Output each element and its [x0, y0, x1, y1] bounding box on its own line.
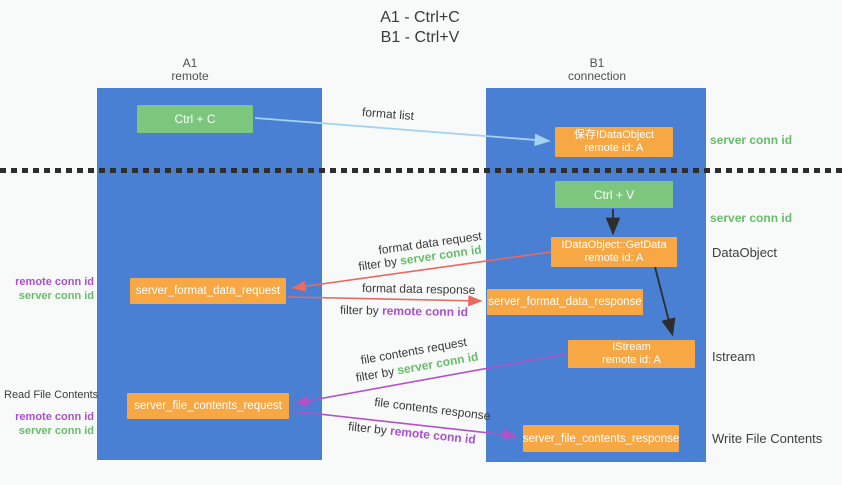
column-header-a1: A1 remote [130, 57, 250, 83]
node-istream-line1: IStream [612, 341, 651, 353]
remote-conn-id-text: remote conn id [389, 423, 477, 447]
node-file-request-label: server_file_contents_request [134, 400, 282, 412]
node-server-format-data-response: server_format_data_response [487, 289, 643, 315]
node-server-file-contents-request: server_file_contents_request [127, 393, 289, 419]
node-ctrl-v: Ctrl + V [555, 181, 673, 208]
annotation-dataobject: DataObject [712, 245, 778, 260]
node-ctrl-v-label: Ctrl + V [593, 187, 635, 202]
annotation-server-conn-id-upper: server conn id [18, 290, 94, 302]
node-save-line1: 保存IDataObject [573, 129, 655, 141]
label-file-contents-response: file contents response [373, 394, 492, 424]
node-server-format-data-request: server_format_data_request [130, 278, 286, 304]
filter-by-text: filter by [347, 419, 388, 438]
filter-by-text: filter by [357, 254, 398, 274]
node-ctrl-c-label: Ctrl + C [174, 112, 216, 126]
node-getdata-line2: remote id: A [584, 252, 644, 264]
title-line-1: A1 - Ctrl+C [380, 9, 460, 26]
annotation-istream: Istream [712, 349, 756, 364]
node-save-idataobject: 保存IDataObject remote id: A [555, 127, 673, 157]
column-b1-name: connection [567, 69, 627, 83]
column-header-b1: B1 connection [537, 57, 657, 83]
column-b1-id: B1 [589, 56, 605, 70]
annotation-server-conn-id-top: server conn id [710, 133, 793, 147]
label-filter-by-remote-conn-id-1: filter by remote conn id [340, 303, 468, 319]
column-a1-name: remote [171, 69, 209, 83]
annotation-remote-conn-id-upper: remote conn id [15, 276, 94, 288]
annotation-write-file-contents: Write File Contents [712, 431, 823, 446]
remote-conn-id-text: remote conn id [381, 303, 469, 320]
node-idataobject-getdata: IDataObject::GetData remote id: A [551, 237, 677, 267]
column-a1-id: A1 [182, 56, 198, 70]
node-format-response-label: server_format_data_response [488, 296, 642, 308]
node-file-response-label: server_file_contents_response [522, 432, 680, 445]
node-server-file-contents-response: server_file_contents_response [523, 425, 679, 452]
node-istream-line2: remote id: A [602, 354, 661, 366]
node-ctrl-c: Ctrl + C [137, 105, 253, 133]
annotation-server-conn-id-mid: server conn id [710, 211, 793, 225]
annotation-read-file-contents: Read File Contents [4, 389, 99, 401]
diagram-title: A1 - Ctrl+C B1 - Ctrl+V [320, 8, 520, 48]
label-format-list: format list [361, 104, 415, 124]
node-getdata-line1: IDataObject::GetData [561, 239, 667, 251]
annotation-server-conn-id-lower: server conn id [18, 425, 94, 437]
node-format-request-label: server_format_data_request [135, 285, 281, 297]
title-line-2: B1 - Ctrl+V [380, 29, 460, 46]
dotted-separator-line [0, 168, 842, 173]
label-format-data-response: format data response [361, 281, 476, 297]
annotation-remote-conn-id-lower: remote conn id [15, 411, 94, 423]
label-filter-by-remote-conn-id-2: filter by remote conn id [348, 419, 477, 446]
node-istream: IStream remote id: A [568, 340, 695, 368]
node-save-line2: remote id: A [584, 142, 644, 154]
filter-by-text: filter by [354, 364, 396, 385]
filter-by-text: filter by [339, 302, 379, 318]
